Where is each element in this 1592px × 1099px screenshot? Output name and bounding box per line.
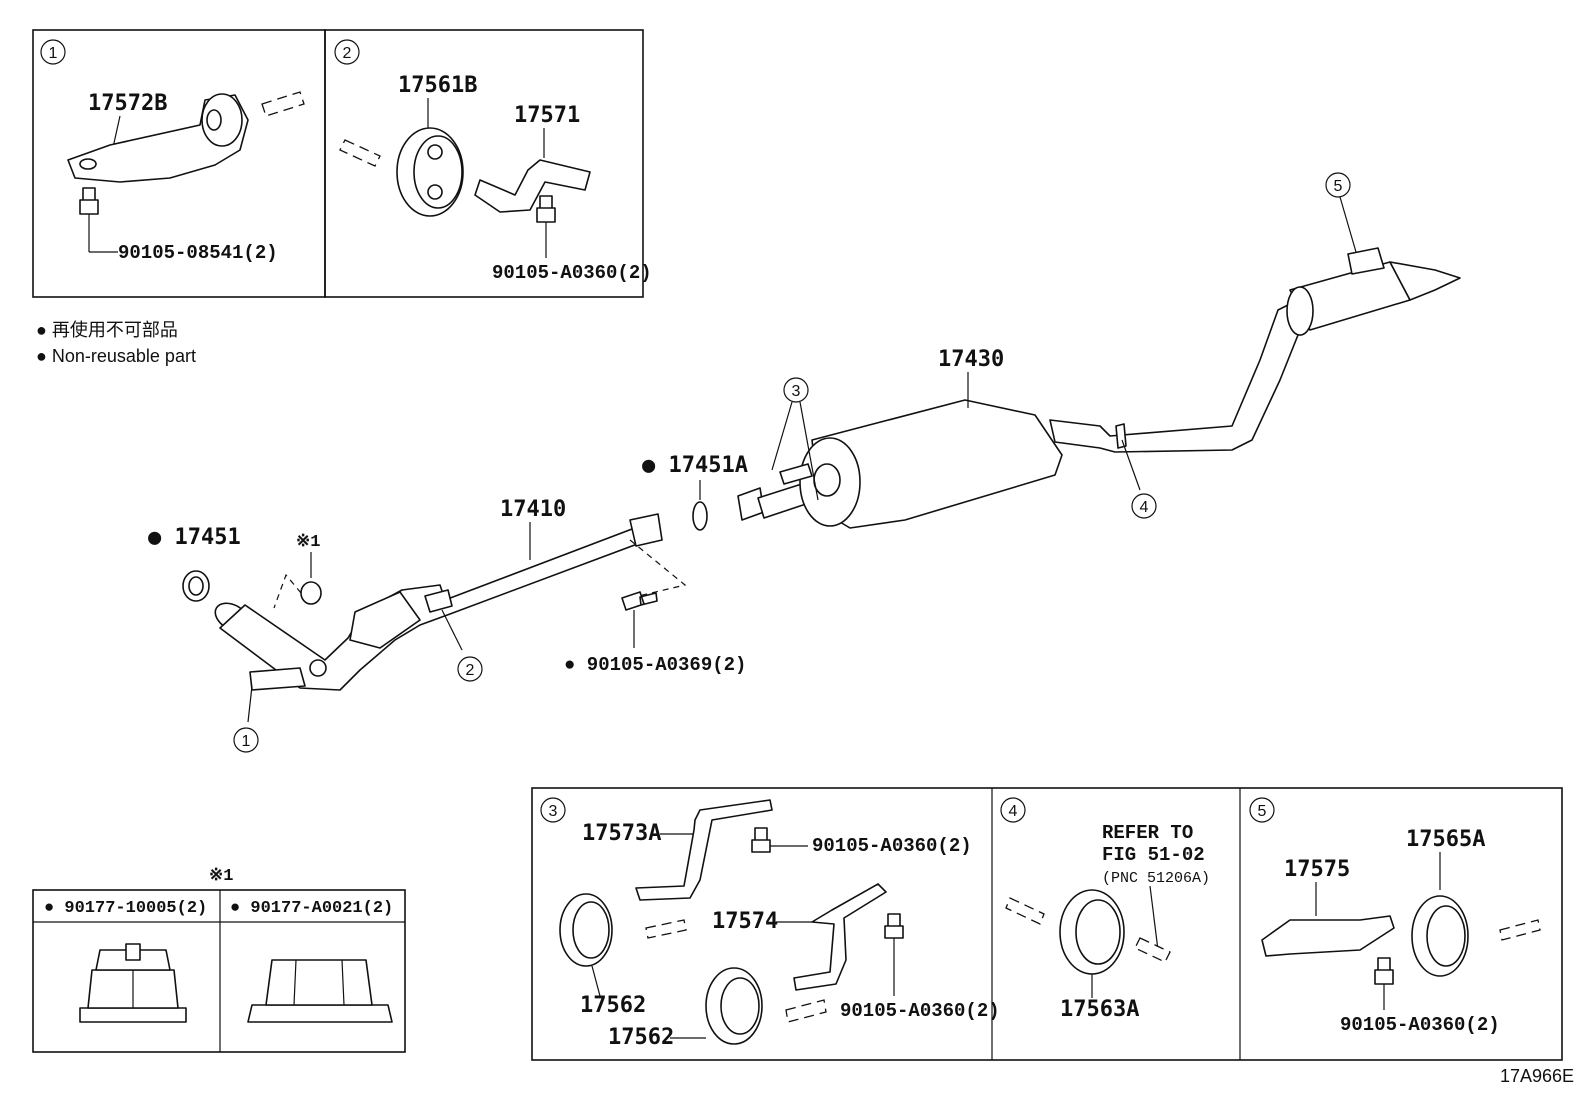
callout-2-label: 2 bbox=[343, 45, 352, 62]
main-assembly: ● 17451 17410 ※1 ● 90105-A0369(2) 2 bbox=[148, 172, 1461, 753]
inset-5: 5 17565A 17575 90105-A0360(2) bbox=[1249, 797, 1541, 1036]
refer-to-line3: (PNC 51206A) bbox=[1102, 870, 1210, 887]
inset-1-muffler-hanger: 1 17572B 90105-08541(2) bbox=[32, 29, 326, 298]
bracket-17573A-label: 17573A bbox=[582, 821, 661, 846]
refer-to-line2: FIG 51-02 bbox=[1102, 844, 1205, 866]
part-17571-label: 17571 bbox=[514, 103, 580, 128]
hanger-17563A-label: 17563A bbox=[1060, 997, 1139, 1022]
bracket-17575-label: 17575 bbox=[1284, 857, 1350, 882]
hanger-17565A-label: 17565A bbox=[1406, 827, 1485, 852]
inset-4: 4 REFER TO FIG 51-02 (PNC 51206A) 17563A bbox=[1000, 797, 1210, 1022]
nut-table: ※1 ● 90177-10005(2) ● 90177-A0021(2) bbox=[32, 867, 406, 1053]
bolt-icon bbox=[536, 195, 556, 223]
callout-3: 3 bbox=[792, 383, 801, 400]
hanger-17562-label-2: 17562 bbox=[608, 1025, 674, 1050]
nut-table-mark: ※1 bbox=[209, 867, 233, 886]
bracket-17574-label: 17574 bbox=[712, 909, 778, 934]
bolt-icon bbox=[79, 187, 99, 215]
bolt-90105-A0360-label-1: 90105-A0360(2) bbox=[812, 835, 972, 857]
detail-box: 3 17573A 90105-A0360(2) 17562 17574 9010… bbox=[531, 787, 1563, 1061]
inset-3: 3 17573A 90105-A0360(2) 17562 17574 9010… bbox=[540, 797, 1000, 1050]
gasket-17451A-icon bbox=[692, 501, 708, 531]
gasket-17451-label: ● 17451 bbox=[148, 525, 241, 550]
callout-5-label: 5 bbox=[1258, 803, 1267, 820]
callout-5: 5 bbox=[1334, 178, 1343, 195]
bracket-17571-icon bbox=[474, 159, 591, 213]
drawing-id: 17A966E bbox=[1500, 1066, 1574, 1086]
callout-4: 4 bbox=[1140, 499, 1149, 516]
center-pipe-17430-icon bbox=[737, 247, 1461, 529]
mark-asterisk-1: ※1 bbox=[296, 533, 320, 552]
inset-2-hanger-bracket: 2 17561B 17571 90105-A0360(2) bbox=[324, 29, 652, 298]
castle-nut-icon bbox=[79, 943, 187, 1023]
bracket-17575-icon bbox=[1261, 915, 1395, 957]
callout-1: 1 bbox=[242, 733, 251, 750]
bracket-17574-icon bbox=[793, 883, 887, 991]
bolt-90105-A0360-label: 90105-A0360(2) bbox=[492, 262, 652, 284]
nut-90177-10005-label: ● 90177-10005(2) bbox=[44, 899, 207, 918]
center-pipe-17430-label: 17430 bbox=[938, 347, 1004, 372]
bracket-17573A-icon bbox=[635, 799, 773, 901]
front-pipe-17410-label: 17410 bbox=[500, 497, 566, 522]
bolt-90105-A0369-icon bbox=[621, 591, 658, 611]
refer-to-line1: REFER TO bbox=[1102, 822, 1193, 844]
bolt-90105-08541-label: 90105-08541(2) bbox=[118, 242, 278, 264]
part-17572B-label: 17572B bbox=[88, 91, 167, 116]
callout-1-label: 1 bbox=[49, 45, 58, 62]
legend: ● 再使用不可部品 ● Non-reusable part bbox=[36, 320, 196, 366]
bolt-90105-A0369-label: ● 90105-A0369(2) bbox=[564, 654, 746, 676]
bolt-90105-A0360-label-2: 90105-A0360(2) bbox=[840, 1000, 1000, 1022]
nut-90177-A0021-label: ● 90177-A0021(2) bbox=[230, 899, 393, 918]
nut-icon bbox=[300, 581, 322, 605]
bolt-90105-A0360-label-3: 90105-A0360(2) bbox=[1340, 1014, 1500, 1036]
callout-4-label: 4 bbox=[1009, 803, 1018, 820]
part-17561B-label: 17561B bbox=[398, 73, 477, 98]
front-pipe-17410-icon bbox=[214, 513, 663, 691]
flange-nut-icon bbox=[247, 959, 393, 1023]
legend-jp: ● 再使用不可部品 bbox=[36, 320, 178, 340]
callout-2: 2 bbox=[466, 662, 475, 679]
legend-en: ● Non-reusable part bbox=[36, 346, 196, 366]
hanger-17562-label-1: 17562 bbox=[580, 993, 646, 1018]
gasket-17451A-label: ● 17451A bbox=[642, 453, 748, 478]
callout-3-label: 3 bbox=[549, 803, 558, 820]
